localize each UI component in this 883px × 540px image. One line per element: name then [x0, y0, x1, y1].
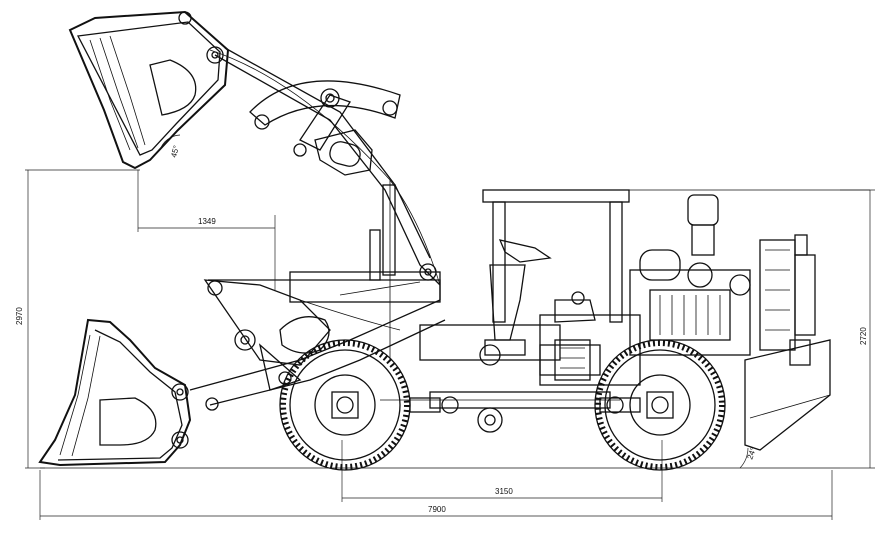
engine	[629, 194, 816, 366]
ground-line	[39, 440, 840, 520]
dim-bucket-reach: 1349	[137, 170, 276, 290]
raised-boom	[209, 47, 441, 286]
rear-counterweight	[744, 339, 831, 451]
rear-wheel	[594, 339, 726, 471]
lowered-boom	[189, 263, 446, 411]
dim-wheelbase-label: 3150	[495, 487, 513, 496]
canopy	[482, 189, 870, 323]
dim-overall-length: 7900	[40, 505, 832, 517]
chassis-frame	[380, 314, 641, 433]
dim-canopy-height-label: 2720	[859, 327, 868, 345]
dim-departure-angle: 24°	[739, 446, 758, 469]
dim-max-height-label: 2970	[15, 307, 24, 325]
dim-max-height: 2970	[15, 169, 140, 469]
boom-cylinder	[369, 180, 396, 360]
dim-wheelbase: 3150	[342, 487, 662, 499]
operator-station	[484, 239, 601, 376]
raised-bucket	[68, 10, 230, 170]
dim-overall-length-label: 7900	[428, 505, 446, 514]
dim-departure-angle-label: 24°	[745, 446, 758, 460]
lowered-bucket	[38, 318, 192, 467]
drive-shaft	[409, 396, 641, 414]
dim-bucket-reach-label: 1349	[198, 217, 216, 226]
dim-dump-angle-label: 45°	[169, 144, 181, 158]
dim-canopy-height: 2720	[840, 189, 875, 469]
